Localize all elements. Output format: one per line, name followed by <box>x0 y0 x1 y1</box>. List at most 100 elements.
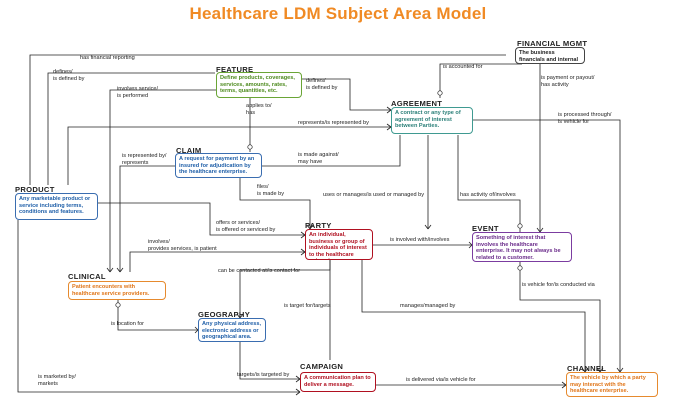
clinical-box[interactable]: Patient encounters with healthcare servi… <box>68 281 166 300</box>
financial-mgmt-box[interactable]: The business financials and internal acc… <box>515 47 585 64</box>
crowsfoot-mark <box>386 126 392 131</box>
cardinality-circle <box>247 144 253 150</box>
geography-label: GEOGRAPHY <box>198 310 251 319</box>
crowsfoot-mark <box>300 251 306 256</box>
line-fin-agreement <box>439 63 522 98</box>
rel-label: has financial reporting <box>80 55 135 61</box>
rel-label: is marketed by/ markets <box>38 374 76 387</box>
crowsfoot-mark <box>427 224 432 230</box>
crowsfoot-mark <box>309 224 314 230</box>
rel-label: is made against/ may have <box>298 152 339 165</box>
line-has-financial-reporting <box>29 54 506 185</box>
crowsfoot-mark <box>539 227 544 233</box>
crowsfoot-mark <box>468 241 473 246</box>
line-product-feature <box>47 72 215 185</box>
crowsfoot-mark <box>194 329 199 334</box>
line-product-agreement <box>67 126 391 185</box>
crowsfoot-mark <box>306 224 311 230</box>
rel-label: is delivered via/is vehicle for <box>406 377 476 383</box>
rel-label: can be contacted at/is contact for <box>218 268 301 274</box>
crowsfoot-mark <box>584 367 589 373</box>
crowsfoot-mark <box>300 248 306 253</box>
rel-label: files/ is made by <box>257 184 285 197</box>
event-box[interactable]: Something of interest that involves the … <box>472 232 572 262</box>
rel-label: is accounted for <box>443 64 483 70</box>
line-event-channel <box>519 262 601 372</box>
rel-label: applies to/ has <box>246 103 272 116</box>
rel-label: is processed through/ is vehicle for <box>558 112 612 125</box>
channel-box[interactable]: The vehicle by which a party may interac… <box>566 372 658 397</box>
party-box[interactable]: An individual, business or group of indi… <box>305 229 373 260</box>
crowsfoot-mark <box>596 367 601 373</box>
line-feature-clinical <box>109 89 216 272</box>
geography-box[interactable]: Any physical address, electronic address… <box>198 318 266 342</box>
crowsfoot-mark <box>386 109 392 114</box>
product-box[interactable]: Any marketable product or service includ… <box>15 193 98 220</box>
crowsfoot-mark <box>386 123 392 128</box>
crowsfoot-mark <box>619 367 624 373</box>
clinical-label: CLINICAL <box>68 272 106 281</box>
crowsfoot-mark <box>468 244 473 249</box>
crowsfoot-mark <box>300 231 306 236</box>
crowsfoot-mark <box>119 267 124 273</box>
party-label: PARTY <box>305 221 332 230</box>
agreement-box[interactable]: A contract or any type of agreement of i… <box>391 107 473 134</box>
rel-label: is payment or payout/ has activity <box>541 75 595 88</box>
line-agreement-event <box>457 135 521 232</box>
claim-label: CLAIM <box>176 146 202 155</box>
crowsfoot-mark <box>386 106 392 111</box>
rel-label: is target for/targets <box>284 303 331 309</box>
crowsfoot-mark <box>561 384 567 389</box>
line-product-campaign <box>17 220 300 393</box>
rel-label: involves/ provides services, is patient <box>148 239 217 252</box>
line-party-channel <box>361 260 586 372</box>
campaign-box[interactable]: A communication plan to deliver a messag… <box>300 372 376 392</box>
crowsfoot-mark <box>239 313 244 319</box>
line-clinical-party <box>129 251 305 272</box>
rel-label: defines/ is defined by <box>53 69 85 82</box>
product-label: PRODUCT <box>15 185 55 194</box>
rel-label: involves service/ is performed <box>117 86 159 99</box>
rel-label: represents/is represented by <box>298 120 369 126</box>
rel-label: manages/managed by <box>400 303 456 309</box>
feature-box[interactable]: Define products, coverages, services, am… <box>216 72 302 98</box>
line-clinical-geography <box>117 300 198 331</box>
line-claim-agreement <box>262 135 401 167</box>
rel-label: defines/ is defined by <box>306 78 338 91</box>
cardinality-circle <box>517 223 523 229</box>
rel-label: offers or services/ is offered or servic… <box>216 220 276 233</box>
crowsfoot-mark <box>616 367 621 373</box>
crowsfoot-mark <box>561 381 567 386</box>
crowsfoot-mark <box>295 375 301 380</box>
line-geography-campaign <box>239 342 300 380</box>
line-agreement-channel <box>473 119 621 372</box>
rel-label: has activity of/involves <box>460 192 516 198</box>
crowsfoot-mark <box>295 391 301 396</box>
crowsfoot-mark <box>581 367 586 373</box>
rel-label: is represented by/ represents <box>122 153 167 166</box>
rel-label: targets/is targeted by <box>237 372 290 378</box>
feature-label: FEATURE <box>216 65 254 74</box>
crowsfoot-mark <box>295 378 301 383</box>
crowsfoot-mark <box>194 326 199 331</box>
claim-box[interactable]: A request for payment by an insured for … <box>175 153 262 178</box>
crowsfoot-mark <box>599 367 604 373</box>
campaign-label: CAMPAIGN <box>300 362 344 371</box>
rel-label: uses or manages/is used or managed by <box>323 192 425 198</box>
line-claim-party <box>239 178 311 229</box>
cardinality-circle <box>437 90 443 96</box>
channel-label: CHANNEL <box>567 364 607 373</box>
financial-mgmt-label: FINANCIAL MGMT <box>517 39 588 48</box>
line-product-party <box>98 202 305 236</box>
rel-label: is vehicle for/is conducted via <box>522 282 595 288</box>
crowsfoot-mark <box>106 267 111 273</box>
rel-label: is location for <box>111 321 144 327</box>
line-claim-clinical <box>119 165 175 272</box>
event-label: EVENT <box>472 224 499 233</box>
crowsfoot-mark <box>536 227 541 233</box>
diagram-title: Healthcare LDM Subject Area Model <box>189 4 487 23</box>
crowsfoot-mark <box>300 234 306 239</box>
crowsfoot-mark <box>116 267 121 273</box>
agreement-label: AGREEMENT <box>391 99 443 108</box>
